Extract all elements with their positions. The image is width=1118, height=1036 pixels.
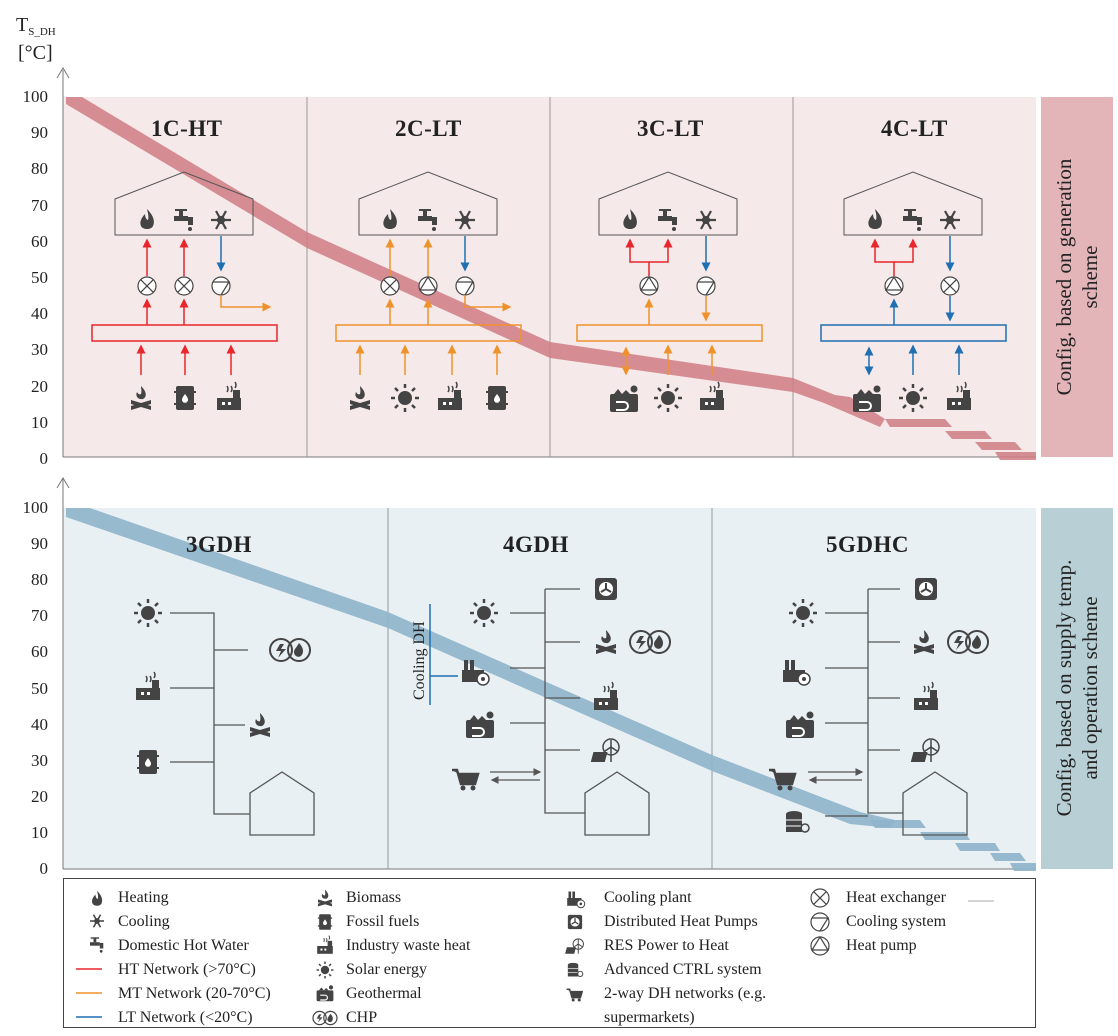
industry-waste-heat-icon xyxy=(135,671,161,701)
y-tick-label: 60 xyxy=(31,231,48,251)
legend-item-label: LT Network (<20°C) xyxy=(118,1009,253,1026)
cooling-dh-label: Cooling DH xyxy=(411,621,428,700)
biomass-icon xyxy=(250,713,270,737)
section-3gdh-diagram xyxy=(170,612,315,836)
y-tick-label: 80 xyxy=(31,159,48,179)
legend-item-label: RES Power to Heat xyxy=(604,937,729,954)
legend-item-label: Domestic Hot Water xyxy=(118,937,249,954)
section-1c-ht-diagram xyxy=(91,171,278,411)
supermarket-cart-icon xyxy=(450,768,480,792)
top-section-dividers xyxy=(306,97,794,457)
y-tick-label: 0 xyxy=(39,449,49,468)
legend-item-label: Heating xyxy=(118,889,169,906)
y-tick-label: 60 xyxy=(31,642,48,662)
y-tick-label: 70 xyxy=(31,606,48,626)
legend-item-label: Fossil fuels xyxy=(346,913,420,930)
y-tick-label: 0 xyxy=(39,859,49,878)
biomass-icon xyxy=(131,386,151,410)
legend-item-label: 2-way DH networks (e.g. xyxy=(604,985,767,1002)
y-tick-label: 90 xyxy=(31,534,48,554)
section-title-3c-lt: 3C-LT xyxy=(637,116,704,141)
fossil-fuels-icon xyxy=(174,386,196,410)
dhw-icon xyxy=(174,209,193,231)
bottom-axis xyxy=(56,477,1036,870)
y-tick-label: 30 xyxy=(31,340,48,360)
legend-item-label: Heat pump xyxy=(846,937,917,954)
y-tick-label: 10 xyxy=(31,822,48,842)
industry-waste-heat-icon xyxy=(216,381,242,411)
res-power-to-heat-icon xyxy=(590,738,620,763)
top-temperature-band xyxy=(66,97,885,427)
y-axis-label: TS_DH xyxy=(16,14,56,38)
heat-exchanger-icon xyxy=(137,276,157,296)
legend-item-label: Cooling plant xyxy=(604,889,692,906)
distributed-heat-pump-icon xyxy=(594,577,618,601)
y-tick-label: 80 xyxy=(31,570,48,590)
cooling-dh-connector xyxy=(429,604,458,705)
legend-item-label: HT Network (>70°C) xyxy=(118,961,256,978)
y-tick-label: 20 xyxy=(31,376,48,396)
heating-icon xyxy=(140,209,154,229)
cooling-system-icon xyxy=(211,276,231,296)
bottom-band-steps xyxy=(870,820,1036,871)
legend-item-label: supermarkets) xyxy=(604,1009,695,1026)
heat-exchanger-icon xyxy=(174,276,194,296)
y-axis-label-main: T xyxy=(16,14,29,36)
legend-item-label: Advanced CTRL system xyxy=(604,961,762,978)
y-tick-label: 10 xyxy=(31,412,48,432)
section-title-2c-lt: 2C-LT xyxy=(395,116,462,141)
chp-icon xyxy=(269,638,311,662)
y-tick-label: 50 xyxy=(31,268,48,287)
top-band-steps xyxy=(885,419,1036,460)
legend-item-label: Cooling system xyxy=(846,913,947,930)
y-tick-label: 100 xyxy=(22,498,49,517)
y-tick-label: 50 xyxy=(31,678,48,698)
y-axis-label-sub: S_DH xyxy=(28,26,56,38)
y-tick-label: 30 xyxy=(31,750,48,770)
legend-item-label: Distributed Heat Pumps xyxy=(604,913,758,930)
solar-icon xyxy=(132,597,164,629)
bottom-section-dividers xyxy=(387,508,713,869)
y-tick-label: 90 xyxy=(31,123,48,143)
legend-item-label: Biomass xyxy=(346,889,402,906)
section-5gdhc-diagram xyxy=(808,588,968,836)
legend-item-label: Industry waste heat xyxy=(346,937,471,954)
section-title-3gdh: 3GDH xyxy=(186,532,252,557)
section-4gdh-diagram xyxy=(490,588,650,836)
legend-item-label: Solar energy xyxy=(346,961,428,978)
y-tick-label: 70 xyxy=(31,195,48,215)
section-title-1c-ht: 1C-HT xyxy=(151,116,223,141)
y-axis-unit: [°C] xyxy=(18,42,53,64)
bottom-side-label-box: Config. based on supply temp. and operat… xyxy=(1041,508,1113,869)
y-tick-label: 100 xyxy=(22,87,49,106)
legend-item-label: CHP xyxy=(346,1009,378,1026)
legend-icons xyxy=(76,888,994,1026)
y-tick-label: 40 xyxy=(31,304,48,324)
section-title-4gdh: 4GDH xyxy=(503,532,569,557)
section-title-5gdhc: 5GDHC xyxy=(826,532,909,557)
cooling-icon xyxy=(209,209,233,231)
top-side-label-box: Config. based on generation scheme xyxy=(1041,97,1113,457)
section-title-4c-lt: 4C-LT xyxy=(881,116,948,141)
legend-item-label: MT Network (20-70°C) xyxy=(118,985,271,1002)
y-tick-label: 20 xyxy=(31,786,48,806)
legend xyxy=(63,878,1036,1028)
fossil-fuels-icon xyxy=(137,750,159,774)
legend-item-label: Heat exchanger xyxy=(846,889,946,906)
y-tick-label: 40 xyxy=(31,714,48,734)
legend-item-label: Geothermal xyxy=(346,985,422,1002)
bottom-temperature-band xyxy=(66,508,895,828)
advanced-ctrl-system-icon xyxy=(785,810,810,833)
section-4c-lt-diagram xyxy=(820,171,1007,414)
section-2c-lt-diagram xyxy=(335,171,522,414)
section-3c-lt-diagram xyxy=(576,171,763,414)
legend-item-label: Cooling xyxy=(118,913,170,930)
